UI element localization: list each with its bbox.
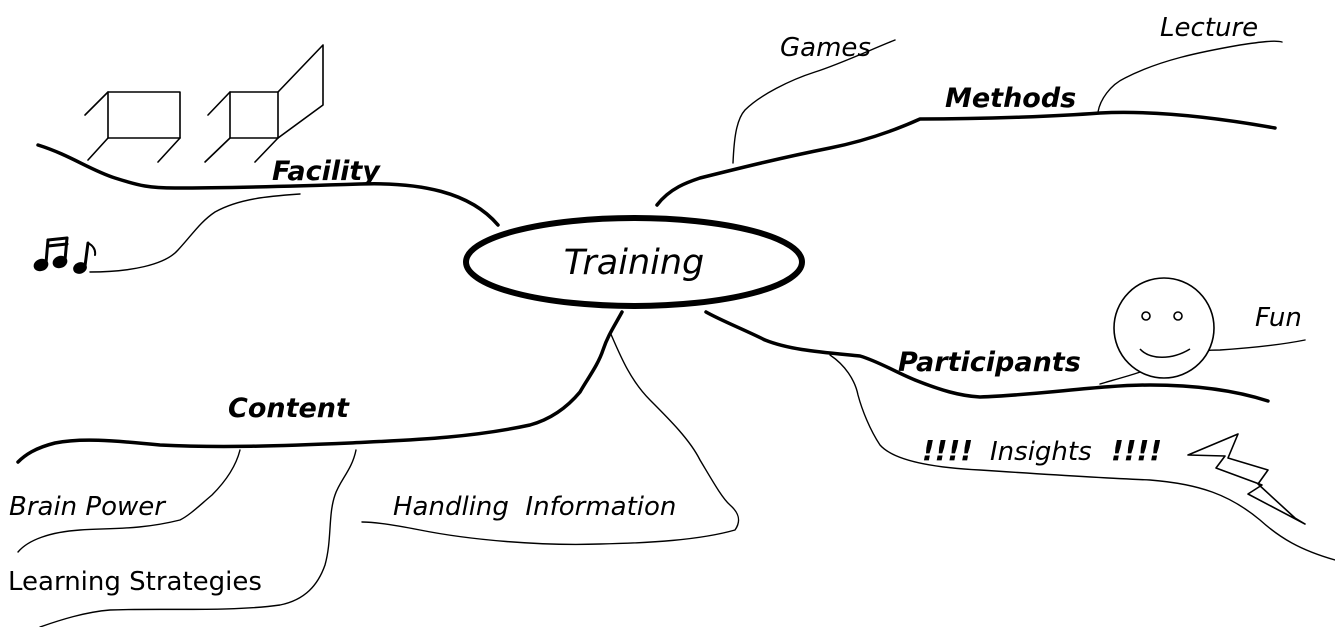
chairs-icon: [84, 44, 324, 163]
insights-label: Insights: [990, 437, 1092, 467]
facility-branch: [36, 143, 500, 227]
music-twig: [89, 193, 301, 273]
insights-emphasis-right: !!!!: [1111, 434, 1162, 467]
handling-info-twig: [361, 331, 740, 546]
games-label: Games: [780, 33, 871, 63]
methods-label: Methods: [945, 83, 1076, 114]
participants-label: Participants: [898, 347, 1081, 378]
lightning-bolt-icon: [1187, 433, 1306, 525]
brain-power-twig: [17, 449, 241, 553]
training-label: Training: [564, 243, 705, 283]
brain-power-label: Brain Power: [9, 492, 167, 522]
methods-branch: [655, 110, 1277, 207]
participants-branch: [704, 310, 1270, 403]
lecture-label: Lecture: [1160, 13, 1258, 43]
content-branch: [16, 310, 624, 464]
content-label: Content: [228, 393, 350, 424]
training-node: [463, 215, 805, 309]
insights-twig: [829, 354, 1335, 561]
insights-emphasis-left: !!!!: [922, 434, 973, 467]
learning-strategies-twig: [39, 449, 357, 627]
handling-information-label: Handling Information: [393, 492, 676, 522]
music-notes-icon: [33, 236, 97, 274]
smiley-face-icon: [1113, 277, 1215, 379]
games-twig: [732, 39, 896, 164]
lecture-twig: [1097, 40, 1283, 113]
facility-label: Facility: [272, 156, 381, 187]
learning-strategies-label: Learning Strategies: [8, 567, 262, 597]
fun-label: Fun: [1255, 303, 1302, 333]
